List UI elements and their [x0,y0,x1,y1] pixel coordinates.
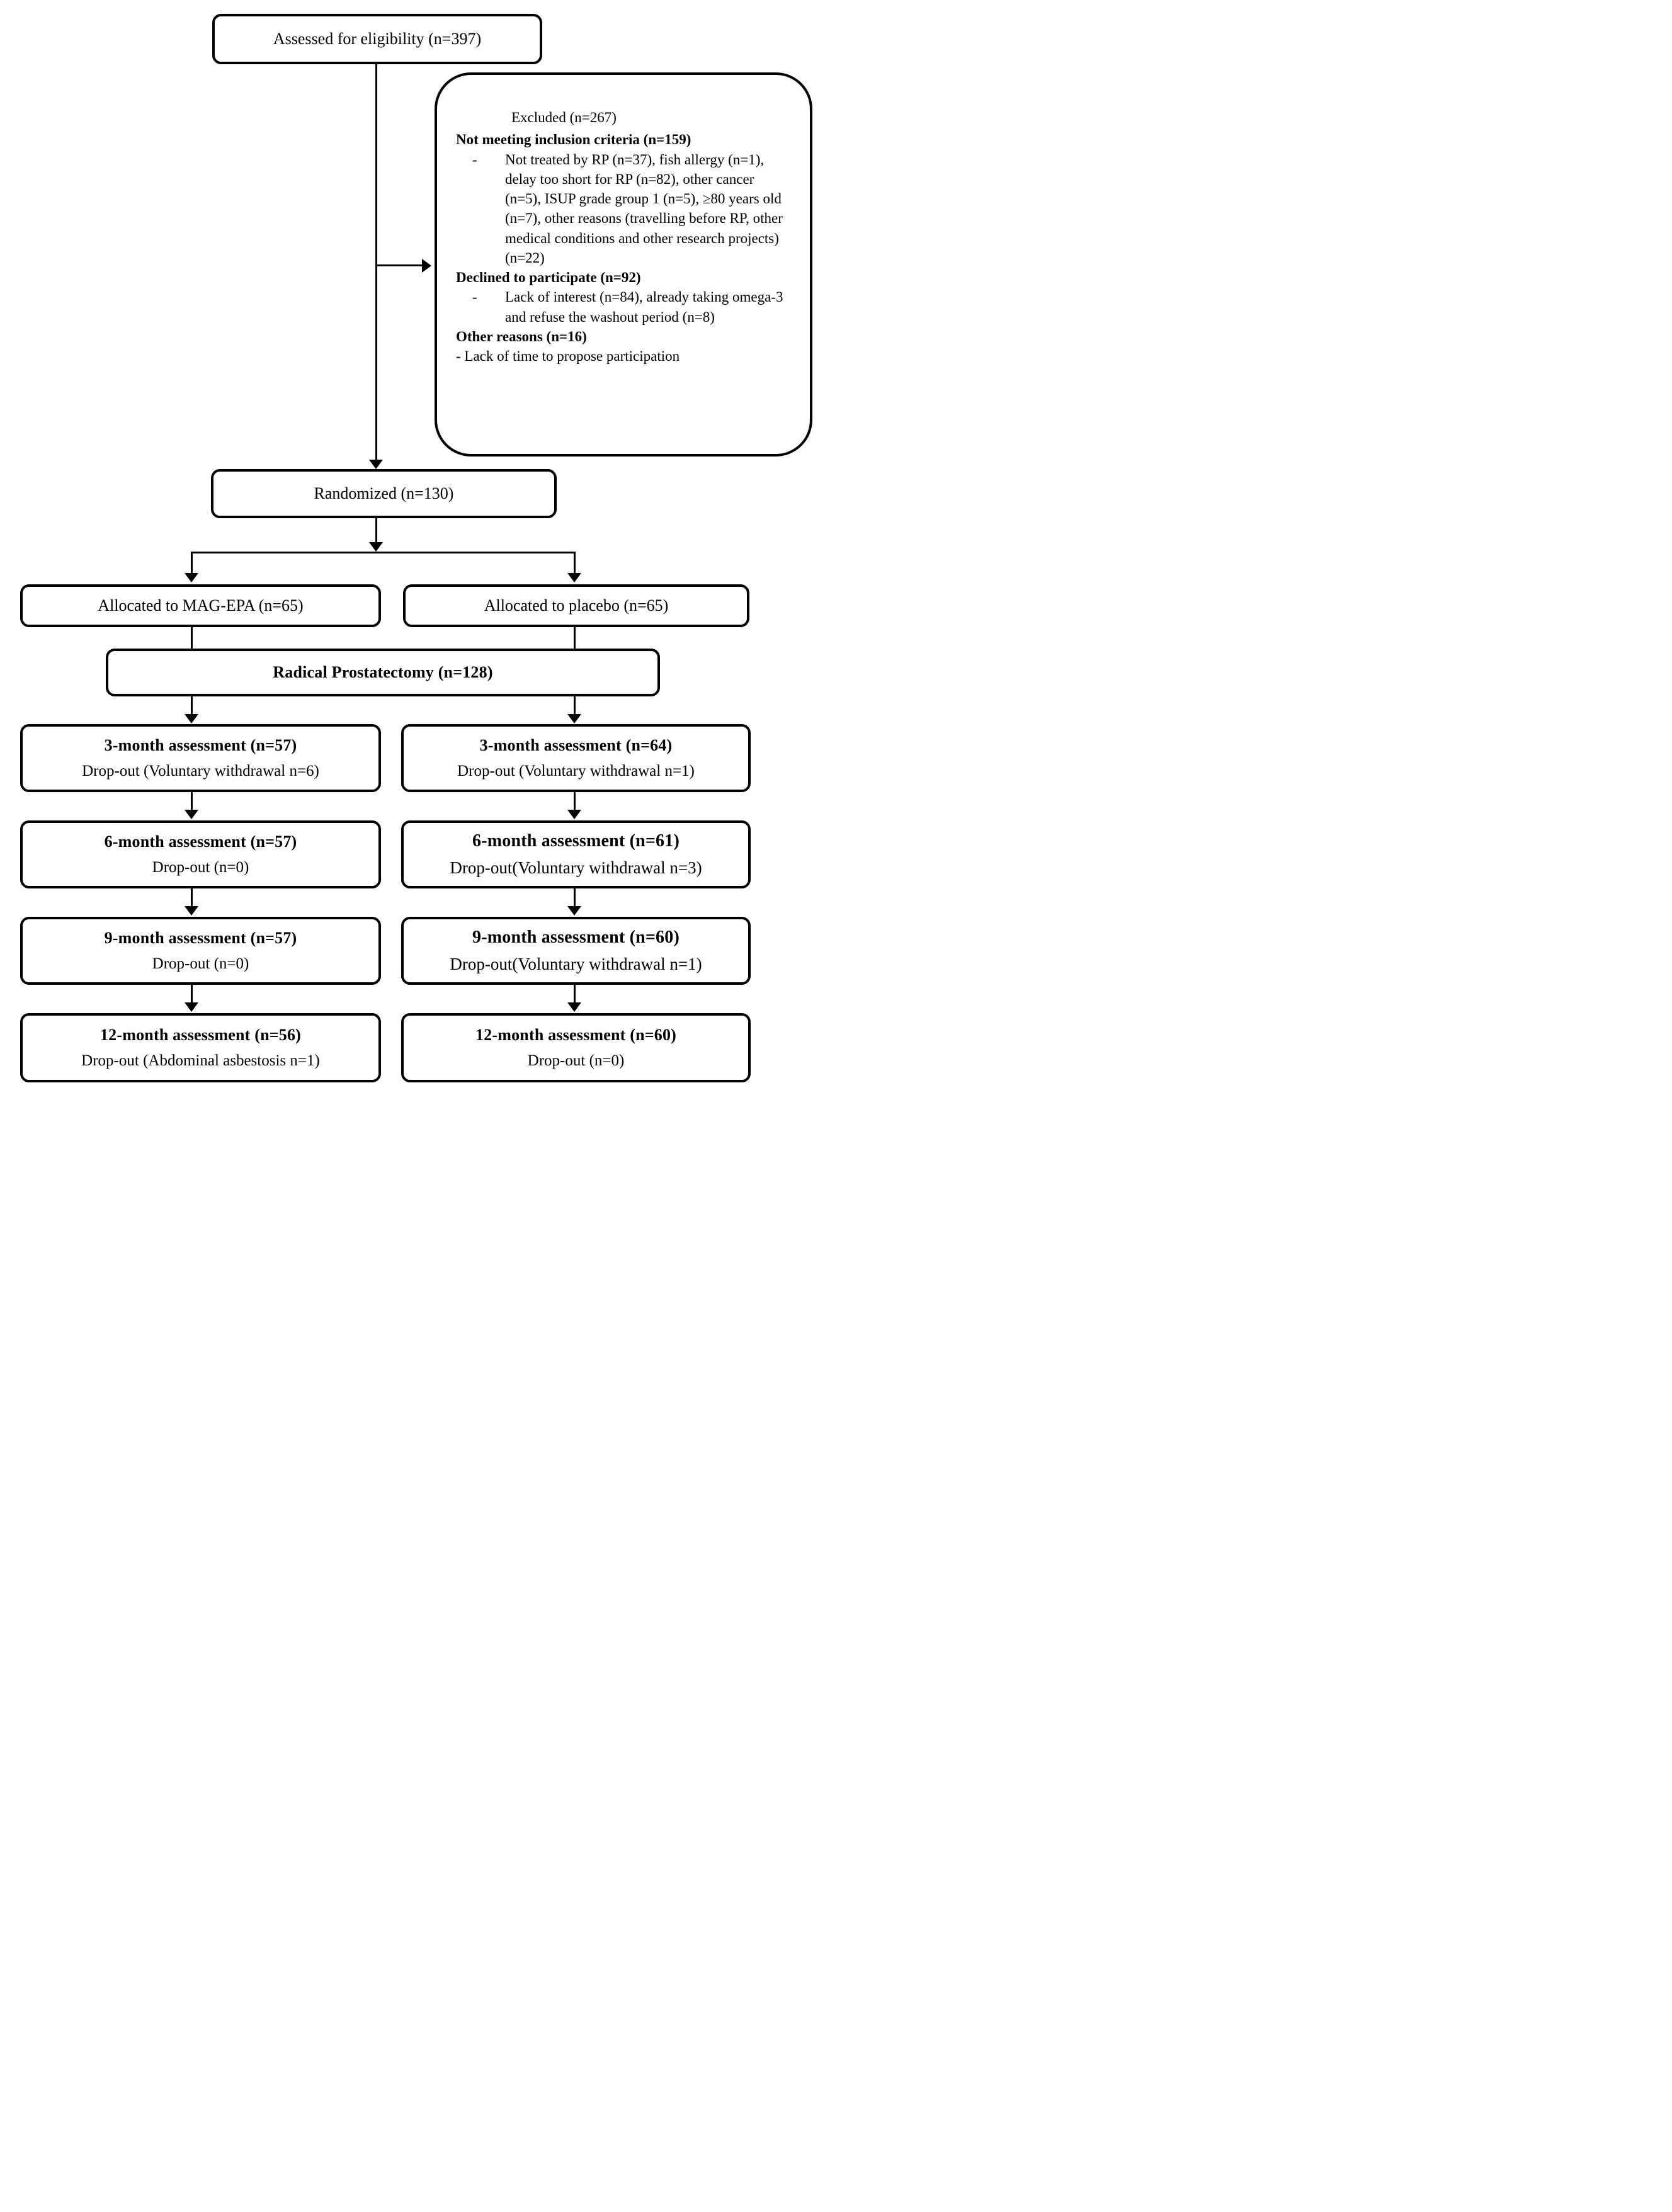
bullet-dash: - [472,289,477,305]
excluded-section2-bullet-text: Lack of interest (n=84), already taking … [505,289,783,325]
arrowhead-into-excluded [422,259,431,273]
line-placebo-to-surgery [574,627,576,650]
assessment-9m-left-title: 9-month assessment (n=57) [104,928,297,947]
excluded-section2-heading: Declined to participate (n=92) [456,269,641,286]
arrowhead-into-randomized [369,460,383,469]
assessment-3m-left-title: 3-month assessment (n=57) [104,735,297,754]
assessment-9m-right-title: 9-month assessment (n=60) [472,927,680,948]
allocated-placebo-box: Allocated to placebo (n=65) [403,584,749,627]
assessment-9m-right-box: 9-month assessment (n=60) Drop-out(Volun… [401,917,751,985]
excluded-section3-line: - Lack of time to propose participation [456,348,680,365]
arrowhead-into-6m-left [185,810,198,819]
line-assessed-to-randomized [375,64,377,460]
allocated-placebo-label: Allocated to placebo (n=65) [484,596,669,615]
line-randomized-to-split [375,518,377,543]
line-6m-to-9m-left [191,888,193,907]
assessment-6m-left-title: 6-month assessment (n=57) [104,832,297,851]
line-to-excluded [377,264,422,266]
assessment-3m-right-title: 3-month assessment (n=64) [479,735,673,754]
randomized-box: Randomized (n=130) [211,469,557,518]
assessment-12m-left-title: 12-month assessment (n=56) [100,1025,301,1044]
arrowhead-into-3m-right [567,714,581,723]
bullet-dash: - [472,151,477,167]
assessment-12m-right-dropout: Drop-out (n=0) [527,1052,625,1070]
line-split-to-placebo [574,552,576,574]
line-split-to-mag-epa [191,552,193,574]
arrowhead-into-6m-right [567,810,581,819]
arrowhead-into-3m-left [185,714,198,723]
excluded-section1-bullet-text: Not treated by RP (n=37), fish allergy (… [505,151,783,266]
assessment-3m-right-box: 3-month assessment (n=64) Drop-out (Volu… [401,724,751,792]
arrowhead-into-split [369,542,383,552]
excluded-section1-heading: Not meeting inclusion criteria (n=159) [456,132,691,148]
split-horizontal-line [191,552,576,553]
assessment-12m-right-box: 12-month assessment (n=60) Drop-out (n=0… [401,1013,751,1082]
allocated-mag-epa-box: Allocated to MAG-EPA (n=65) [20,584,381,627]
line-surgery-to-3m-right [574,696,576,715]
randomized-label: Randomized (n=130) [314,484,454,502]
assessment-9m-left-box: 9-month assessment (n=57) Drop-out (n=0) [20,917,381,985]
consort-flow-diagram: Assessed for eligibility (n=397) Exclude… [0,0,836,1106]
assessed-eligibility-box: Assessed for eligibility (n=397) [212,14,542,64]
excluded-section2-bullet: - Lack of interest (n=84), already takin… [456,287,792,327]
excluded-title: Excluded (n=267) [511,110,617,125]
arrowhead-into-mag-epa [185,573,198,582]
line-6m-to-9m-right [574,888,576,907]
allocated-mag-epa-label: Allocated to MAG-EPA (n=65) [98,596,304,615]
assessment-9m-left-dropout: Drop-out (n=0) [152,955,249,973]
assessment-9m-right-dropout: Drop-out(Voluntary withdrawal n=1) [450,955,702,974]
assessment-6m-right-title: 6-month assessment (n=61) [472,831,680,851]
assessed-eligibility-label: Assessed for eligibility (n=397) [273,29,482,48]
assessment-12m-left-dropout: Drop-out (Abdominal asbestosis n=1) [81,1052,320,1070]
assessment-6m-right-box: 6-month assessment (n=61) Drop-out(Volun… [401,820,751,888]
radical-prostatectomy-box: Radical Prostatectomy (n=128) [106,649,660,696]
assessment-3m-left-box: 3-month assessment (n=57) Drop-out (Volu… [20,724,381,792]
radical-prostatectomy-label: Radical Prostatectomy (n=128) [273,662,493,681]
line-3m-to-6m-right [574,792,576,810]
line-9m-to-12m-right [574,985,576,1003]
line-3m-to-6m-left [191,792,193,810]
assessment-3m-right-dropout: Drop-out (Voluntary withdrawal n=1) [457,763,695,780]
excluded-section3-heading: Other reasons (n=16) [456,328,587,344]
assessment-12m-left-box: 12-month assessment (n=56) Drop-out (Abd… [20,1013,381,1082]
excluded-box: Excluded (n=267) Not meeting inclusion c… [435,72,812,457]
assessment-3m-left-dropout: Drop-out (Voluntary withdrawal n=6) [82,763,319,780]
arrowhead-into-9m-right [567,906,581,916]
arrowhead-into-12m-left [185,1002,198,1012]
arrowhead-into-12m-right [567,1002,581,1012]
assessment-6m-right-dropout: Drop-out(Voluntary withdrawal n=3) [450,858,702,878]
assessment-6m-left-dropout: Drop-out (n=0) [152,859,249,876]
line-9m-to-12m-left [191,985,193,1003]
assessment-6m-left-box: 6-month assessment (n=57) Drop-out (n=0) [20,820,381,888]
arrowhead-into-9m-left [185,906,198,916]
assessment-12m-right-title: 12-month assessment (n=60) [475,1025,676,1044]
excluded-section1-bullet: - Not treated by RP (n=37), fish allergy… [456,150,792,268]
arrowhead-into-placebo [567,573,581,582]
line-mag-epa-to-surgery [191,627,193,650]
line-surgery-to-3m-left [191,696,193,715]
